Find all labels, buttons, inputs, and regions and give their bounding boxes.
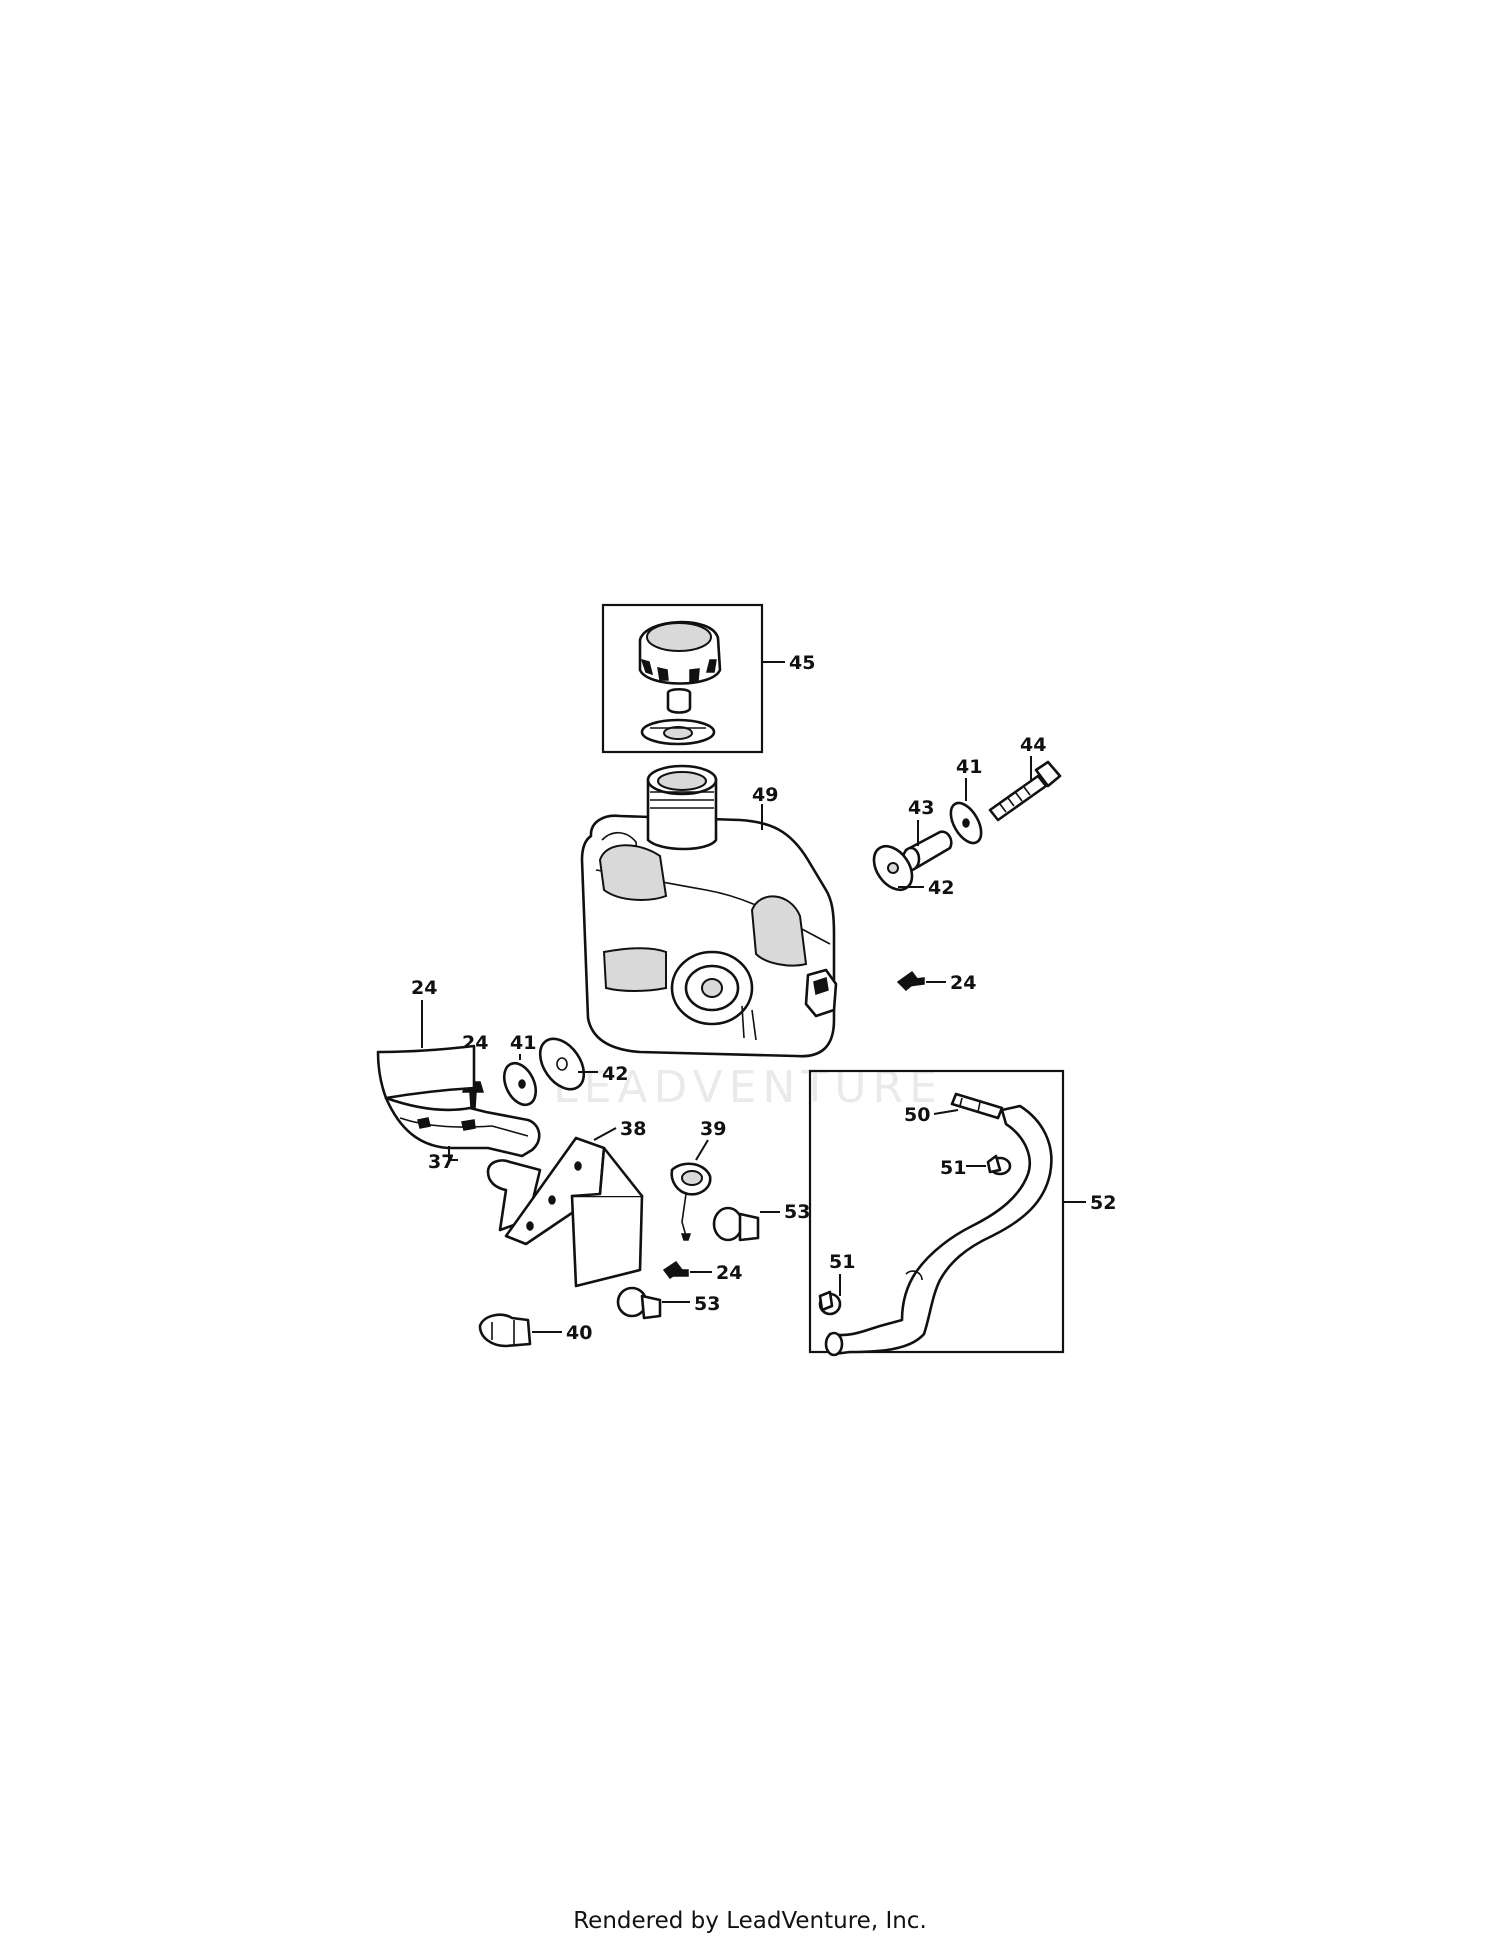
callout-24-lower[interactable]: 24 xyxy=(716,1262,742,1284)
callout-42-upper[interactable]: 42 xyxy=(928,877,954,899)
screw-24-right[interactable] xyxy=(896,970,925,992)
leader-50 xyxy=(933,1109,959,1115)
bracket-38[interactable] xyxy=(486,1136,644,1288)
callout-49[interactable]: 49 xyxy=(752,784,778,806)
callout-24-upper-left[interactable]: 24 xyxy=(411,977,437,999)
fuel-line-hose[interactable] xyxy=(824,1104,1053,1357)
leader-38 xyxy=(593,1127,617,1141)
footer-credit: Rendered by LeadVenture, Inc. xyxy=(573,1908,927,1934)
callout-52[interactable]: 52 xyxy=(1090,1192,1116,1214)
hose-clamp-51-lower[interactable] xyxy=(818,1290,842,1316)
callout-51-upper[interactable]: 51 xyxy=(940,1157,966,1179)
callout-37[interactable]: 37 xyxy=(428,1151,454,1173)
fuel-filter-50[interactable] xyxy=(950,1092,1004,1120)
callout-50[interactable]: 50 xyxy=(904,1104,930,1126)
callout-24-right[interactable]: 24 xyxy=(950,972,976,994)
washer-42-upper[interactable] xyxy=(866,839,920,897)
callout-40[interactable]: 40 xyxy=(566,1322,592,1344)
fuel-cap-vent-insert[interactable] xyxy=(666,687,692,714)
fuel-tank[interactable] xyxy=(580,764,838,1058)
hose-clamp-51-upper[interactable] xyxy=(986,1154,1012,1176)
washer-41-upper[interactable] xyxy=(945,798,988,848)
callout-44[interactable]: 44 xyxy=(1020,734,1046,756)
screw-24-lower[interactable] xyxy=(662,1260,689,1280)
fuel-cap[interactable] xyxy=(638,620,722,685)
callout-41-upper[interactable]: 41 xyxy=(956,756,982,778)
callout-53-lower[interactable]: 53 xyxy=(694,1293,720,1315)
callout-51-lower[interactable]: 51 xyxy=(829,1251,855,1273)
washer-41-lower[interactable] xyxy=(498,1058,542,1110)
callout-38[interactable]: 38 xyxy=(620,1118,646,1140)
fuel-cap-assembly-box xyxy=(601,603,764,754)
washer-42-lower[interactable] xyxy=(531,1031,593,1098)
hose-clamp-53-upper[interactable] xyxy=(712,1206,760,1242)
fuel-valve-39[interactable] xyxy=(670,1162,712,1241)
callout-39[interactable]: 39 xyxy=(700,1118,726,1140)
bolt-44[interactable] xyxy=(988,760,1062,822)
callout-43[interactable]: 43 xyxy=(908,797,934,819)
clip-40[interactable] xyxy=(478,1313,532,1348)
callout-45[interactable]: 45 xyxy=(789,652,815,674)
callout-42-lower[interactable]: 42 xyxy=(602,1063,628,1085)
fuel-cap-gasket[interactable] xyxy=(640,718,716,746)
callout-41-lower[interactable]: 41 xyxy=(510,1032,536,1054)
callout-53-upper[interactable]: 53 xyxy=(784,1201,810,1223)
fuel-line-assembly-box xyxy=(808,1069,1065,1354)
heat-shield-37[interactable] xyxy=(376,1044,541,1158)
leader-39 xyxy=(695,1139,709,1161)
hose-clamp-53-lower[interactable] xyxy=(616,1286,662,1320)
